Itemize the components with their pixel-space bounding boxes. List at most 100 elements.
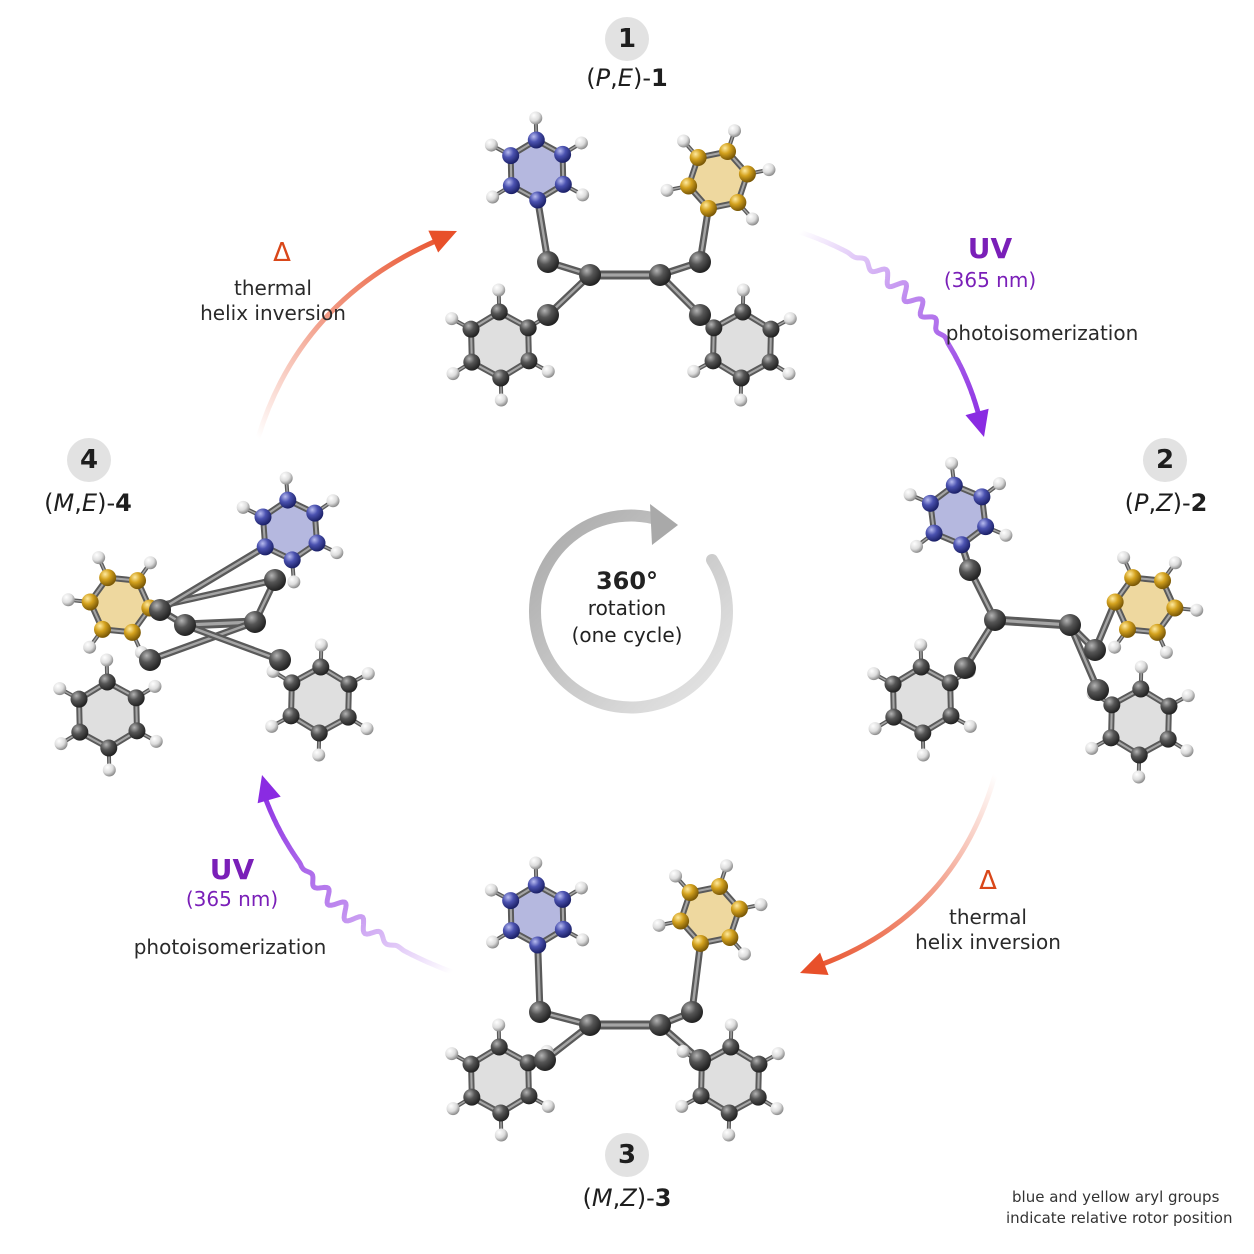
molecule-4-grey-left-hydrogen	[53, 682, 67, 696]
molecule-4-core-carbon	[264, 569, 286, 591]
uv-label-right: UV	[967, 232, 1013, 265]
footnote: blue and yellow aryl groups indicate rel…	[1006, 1187, 1246, 1229]
molecule-2-grey-ring-right-face	[1111, 689, 1169, 755]
molecule-1-aryl-left-hydrogen	[574, 136, 588, 150]
molecule-2-aryl-left-atom	[973, 488, 991, 506]
isomer-2: Z	[1156, 489, 1173, 517]
uv-label-left: UV	[209, 853, 255, 886]
molecule-1-aryl-ring-blue-face	[510, 140, 564, 200]
molecule-1-aryl-left-hydrogen	[486, 190, 500, 204]
molecule-1-aryl-right-atom	[689, 149, 707, 167]
molecule-4-grey-right-atom	[339, 708, 357, 726]
molecule-3-grey-right-hydrogen	[771, 1047, 785, 1061]
molecule-1-core-carbon	[537, 304, 559, 326]
molecule-1-aryl-right-atom	[729, 193, 747, 211]
molecule-4-aryl-right-atom	[283, 551, 301, 569]
molecule-2-grey-right-hydrogen	[1181, 689, 1195, 703]
molecule-1-grey-left-atom	[490, 303, 508, 321]
molecule-2-grey-right-atom	[1160, 697, 1178, 715]
molecule-4-grey-left-hydrogen	[148, 679, 162, 693]
molecule-2-grey-left-atom	[942, 707, 960, 725]
molecule-1-core-carbon	[537, 251, 559, 273]
molecule-2	[867, 456, 1204, 784]
molecule-1	[445, 111, 797, 407]
molecule-2-core-carbon	[1084, 639, 1106, 661]
molecule-1-grey-right-hydrogen	[734, 393, 748, 407]
molecule-1-aryl-left-atom	[502, 147, 520, 165]
molecule-2-aryl-ring-blue-face	[930, 485, 986, 545]
uv-arrowhead-top-right	[965, 408, 989, 437]
molecule-1-core-carbon	[689, 304, 711, 326]
molecule-3-core-carbon	[681, 1001, 703, 1023]
molecule-4-aryl-ring-yellow-face	[90, 577, 150, 633]
wavelength-label-left: (365 nm)	[185, 887, 279, 911]
config-4: M	[53, 489, 75, 517]
molecule-2-grey-left-hydrogen	[867, 667, 881, 681]
molecule-2-aryl-right-atom	[1148, 623, 1166, 641]
molecule-1-grey-right-atom	[734, 303, 752, 321]
molecule-4-aryl-right-atom	[308, 534, 326, 552]
molecule-4-grey-left-atom	[98, 673, 116, 691]
molecule-2-aryl-left-atom	[977, 518, 995, 536]
molecule-3-aryl-left-hydrogen	[484, 883, 498, 897]
molecule-4-grey-left-hydrogen	[100, 653, 114, 667]
molecule-3-grey-left-atom	[492, 1104, 510, 1122]
molecule-1-aryl-right-hydrogen	[728, 124, 742, 138]
molecule-1-grey-left-atom	[520, 352, 538, 370]
molecule-3-aryl-left-atom	[502, 892, 520, 910]
molecule-1-aryl-left-atom	[527, 131, 545, 149]
state-label-4: (M,E)-4	[44, 489, 132, 517]
molecule-3-aryl-right-hydrogen	[737, 947, 751, 961]
molecule-2-grey-left-hydrogen	[916, 748, 930, 762]
thermal-line1-left: thermal	[234, 276, 312, 300]
molecule-3-core-carbon	[534, 1049, 556, 1071]
molecule-2-aryl-right-atom	[1124, 569, 1142, 587]
molecule-1-aryl-right-hydrogen	[677, 134, 691, 148]
molecule-3-grey-left-atom	[490, 1038, 508, 1056]
molecule-4-aryl-right-hydrogen	[287, 575, 301, 589]
molecule-2-grey-left-atom	[912, 658, 930, 676]
molecule-4-central-double-bond-hl	[183, 620, 257, 627]
molecule-4-aryl-right-atom	[254, 508, 272, 526]
isomer-3: Z	[620, 1184, 637, 1212]
molecule-4-core-carbon	[149, 599, 171, 621]
molecule-1-grey-right-atom	[761, 353, 779, 371]
molecule-1-grey-left-hydrogen	[541, 364, 555, 378]
molecule-2-aryl-left-hydrogen	[903, 488, 917, 502]
molecule-2-grey-right-hydrogen	[1132, 770, 1146, 784]
molecule-3-core-carbon	[649, 1014, 671, 1036]
molecule-2-grey-right-hydrogen	[1085, 741, 1099, 755]
molecule-3-aryl-left-hydrogen	[576, 933, 590, 947]
molecule-1-grey-right-hydrogen	[782, 367, 796, 381]
molecule-1-aryl-right-atom	[680, 177, 698, 195]
thermal-arrowhead-bottom-right	[800, 952, 829, 976]
molecule-1-grey-left-atom	[492, 369, 510, 387]
thermal-line1-right: thermal	[949, 905, 1027, 929]
molecule-1-aryl-right-hydrogen	[745, 212, 759, 226]
molecule-4-aryl-left-hydrogen	[83, 640, 97, 654]
wavelength-label-right: (365 nm)	[943, 268, 1037, 292]
molecule-2-grey-left-hydrogen	[963, 719, 977, 733]
molecule-4-aryl-right-hydrogen	[330, 546, 344, 560]
molecule-1-aryl-left-hydrogen	[529, 111, 543, 125]
id-2: 2	[1190, 489, 1208, 517]
molecule-3-grey-left-hydrogen	[494, 1128, 508, 1142]
molecule-4-grey-right-atom	[282, 707, 300, 725]
state-number-1: 1	[617, 24, 637, 54]
molecule-2-aryl-right-atom	[1118, 620, 1136, 638]
molecule-1-core-carbon	[649, 264, 671, 286]
molecule-1-grey-ring-right-face	[713, 312, 771, 378]
thermal-label-left: thermal helix inversion	[193, 276, 353, 326]
molecule-2-aryl-left-atom	[945, 476, 963, 494]
molecule-3-aryl-right-hydrogen	[754, 898, 768, 912]
molecule-3-grey-left-hydrogen	[446, 1102, 460, 1116]
molecule-2-aryl-left-hydrogen	[910, 539, 924, 553]
molecule-4-aryl-right-hydrogen	[326, 494, 340, 508]
molecule-4-grey-left-hydrogen	[149, 734, 163, 748]
molecule-1-aryl-right-hydrogen	[762, 163, 776, 177]
molecule-2-aryl-right-atom	[1106, 593, 1124, 611]
molecule-3-aryl-left-atom	[502, 922, 520, 940]
molecule-3-aryl-right-hydrogen	[720, 859, 734, 873]
molecule-4-grey-right-hydrogen	[314, 638, 328, 652]
